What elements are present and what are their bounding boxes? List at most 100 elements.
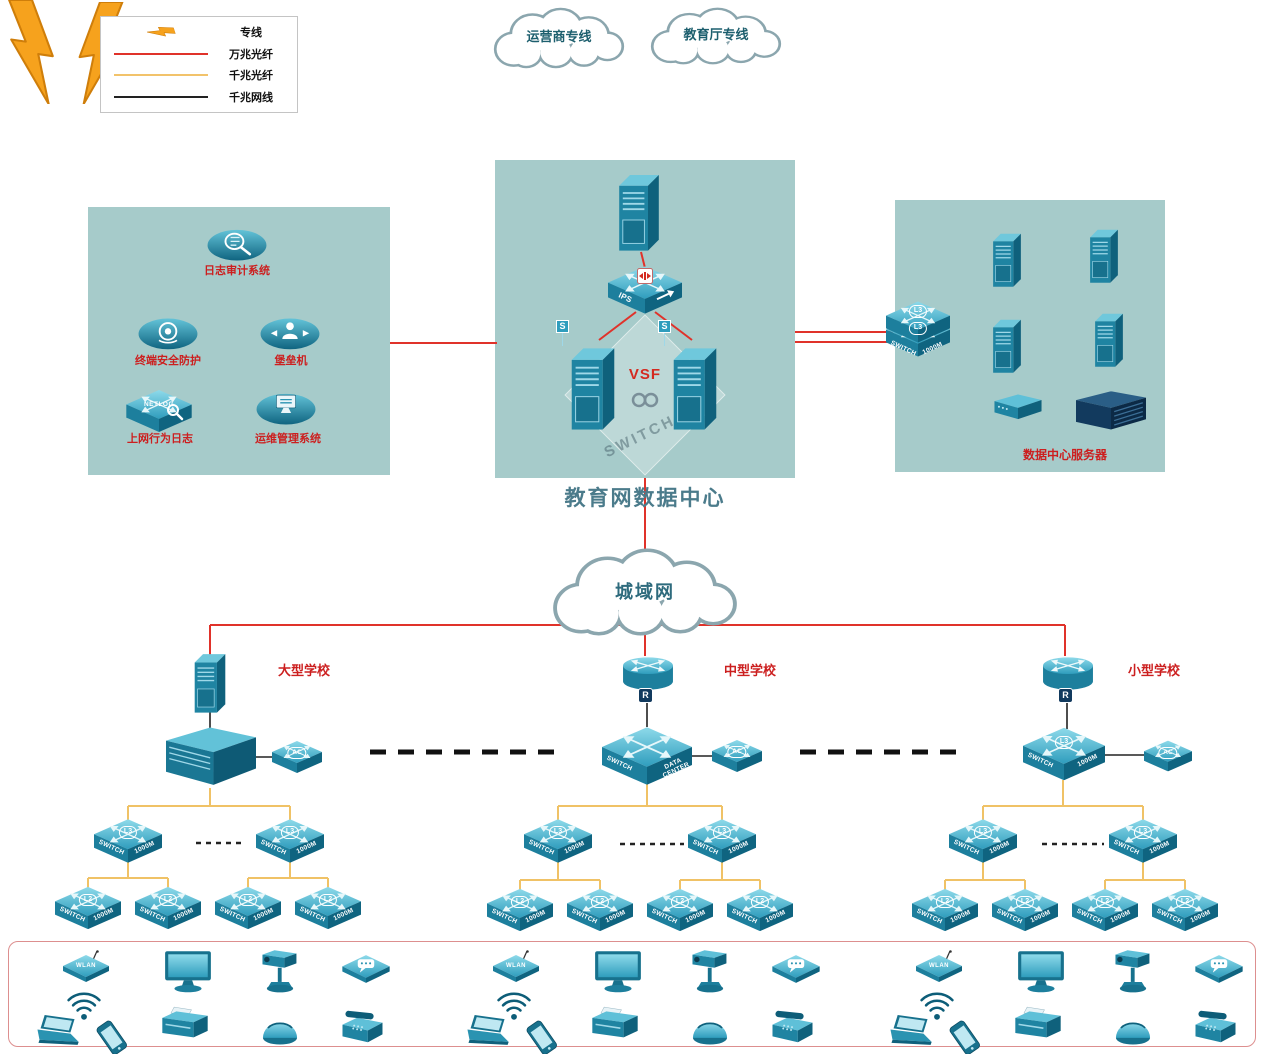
l3-switch: L3 SWITCH 1000M <box>94 818 162 864</box>
l2-badge: L2 <box>238 893 258 907</box>
wireless-ap: WLAN <box>490 950 542 986</box>
desktop-monitor-icon <box>592 950 644 994</box>
l2-badge: L2 <box>935 895 955 909</box>
l3-badge: L3 <box>118 826 138 839</box>
link-icon <box>631 392 659 408</box>
legend: 专线 万兆光纤 千兆光纤 千兆网线 <box>100 16 298 113</box>
l3-badge: L3 <box>1054 736 1074 749</box>
arrow-icon <box>656 290 675 301</box>
l2-switch: L2 SWITCH 1000M <box>135 886 201 930</box>
printer-icon <box>158 1006 212 1046</box>
black-line-sample <box>114 96 208 99</box>
core-switch-datacenter: SWITCH DATA CENTER <box>602 726 692 786</box>
l3-badge: L3 <box>712 826 732 839</box>
legend-row-dedicated-line: 专线 <box>109 21 289 42</box>
endpoint-protect-icon <box>136 312 200 352</box>
l2-badge: L2 <box>670 895 690 909</box>
router-badge: R <box>1058 688 1073 703</box>
small-school-label: 小型学校 <box>1127 663 1180 678</box>
server-icon <box>986 230 1028 288</box>
server-zone-caption: 数据中心服务器 <box>1022 448 1107 462</box>
l3-switch: L3 SWITCH 1000M <box>524 818 592 864</box>
legend-label: 千兆光纤 <box>229 70 273 83</box>
wireless-ap: WLAN <box>60 950 112 986</box>
wireless-ap: WLAN <box>913 950 965 986</box>
ac-badge: AC <box>727 746 747 759</box>
legend-label: 千兆网线 <box>229 92 273 105</box>
education-cloud: 教育厅专线 <box>638 6 794 66</box>
l2-badge: L2 <box>510 895 530 909</box>
server-icon <box>986 316 1028 374</box>
laptop-icon <box>460 1014 512 1048</box>
ptz-camera-icon <box>1105 948 1161 994</box>
endpoint-protect-label: 终端安全防护 <box>135 355 201 367</box>
dome-camera-icon <box>258 1008 302 1048</box>
switch-icon <box>602 726 692 786</box>
ip-phone-icon <box>764 1010 820 1050</box>
dome-camera-icon <box>688 1008 732 1048</box>
dome-camera-icon <box>1111 1008 1155 1048</box>
l3-badge: L3 <box>548 826 568 839</box>
ac-badge: AC <box>287 747 307 760</box>
switch-flag: S <box>556 320 569 346</box>
l3-badge: L3 <box>280 826 300 839</box>
l2-badge: L2 <box>750 895 770 909</box>
education-cloud-label: 教育厅专线 <box>683 27 749 42</box>
netlog-icon: NETLOG <box>126 390 192 432</box>
l3-switch: L3 SWITCH 1000M <box>949 818 1017 864</box>
ips-device: IPS <box>608 266 682 314</box>
red-line-sample <box>114 52 208 55</box>
l2-switch: L2 SWITCH 1000M <box>1152 888 1218 932</box>
ac-controller: AC <box>1144 740 1192 772</box>
core-switch-tower-icon <box>564 336 622 438</box>
ptz-camera-icon <box>682 948 738 994</box>
l2-switch: L2 SWITCH 1000M <box>215 886 281 930</box>
l2-badge: L2 <box>78 893 98 907</box>
wlan-tag: WLAN <box>929 963 949 969</box>
l2-badge: L2 <box>318 893 338 907</box>
printer-icon <box>1011 1006 1065 1046</box>
ac-controller: AC <box>712 739 762 773</box>
school-firewall-icon <box>188 650 232 714</box>
ip-phone-icon <box>1187 1010 1243 1050</box>
server-icon <box>1088 310 1130 368</box>
l2-switch: L2 SWITCH 1000M <box>567 888 633 932</box>
lightning-icon <box>145 20 177 44</box>
desktop-monitor-icon <box>162 950 214 994</box>
l2-badge: L2 <box>1095 895 1115 909</box>
man-cloud-label: 城域网 <box>615 582 675 602</box>
switch-flag: S <box>658 320 671 346</box>
l2-badge: L2 <box>1015 895 1035 909</box>
firewall-tower-icon <box>612 168 666 254</box>
l2-switch: L2 SWITCH 1000M <box>727 888 793 932</box>
l2-switch: L2 SWITCH 1000M <box>992 888 1058 932</box>
ac-controller: AC <box>272 740 322 774</box>
voice-terminal-icon <box>770 952 822 988</box>
l3-badge: L3 <box>1133 826 1153 839</box>
ptz-camera-icon <box>252 948 308 994</box>
log-audit-icon <box>205 222 269 262</box>
l3-badge: L3 <box>908 305 928 318</box>
legend-row-10g-fiber: 万兆光纤 <box>109 43 289 64</box>
wlan-tag: WLAN <box>76 963 96 969</box>
l2-switch: L2 SWITCH 1000M <box>55 886 121 930</box>
magnifier-icon <box>167 404 184 421</box>
legend-row-1g-cable: 千兆网线 <box>109 87 289 108</box>
man-cloud: 城域网 <box>535 546 755 638</box>
l2-badge: L2 <box>158 893 178 907</box>
router-badge: R <box>638 688 653 703</box>
bastion-host-label: 堡垒机 <box>274 355 308 367</box>
voice-terminal-icon <box>340 952 392 988</box>
carrier-cloud: 运营商专线 <box>481 6 637 70</box>
medium-school-label: 中型学校 <box>723 663 776 678</box>
core-l3-switch: L3 SWITCH 1000M <box>1023 726 1105 782</box>
l3-switch: L3 SWITCH 1000M <box>688 818 756 864</box>
rack-server-icon <box>1076 390 1146 432</box>
wlan-tag: WLAN <box>506 963 526 969</box>
server-icon <box>1083 226 1125 284</box>
l2-badge: L2 <box>590 895 610 909</box>
legend-row-1g-fiber: 千兆光纤 <box>109 65 289 86</box>
l3-badge: L3 <box>973 826 993 839</box>
storage-icon <box>990 394 1046 424</box>
